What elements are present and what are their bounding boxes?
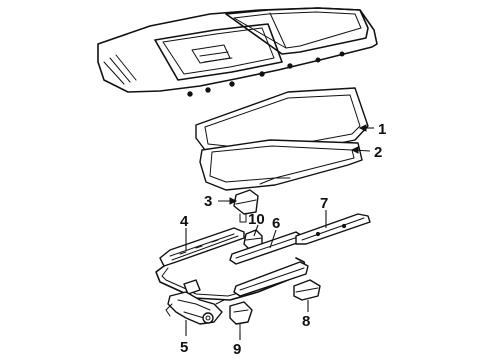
callout-3: 3 [204, 193, 212, 210]
callout-6: 6 [272, 215, 280, 232]
part-2-sunshade [199, 139, 363, 191]
part-9-clip [229, 301, 253, 333]
callout-4: 4 [180, 213, 189, 230]
roof-panel [97, 7, 378, 97]
callout-8: 8 [302, 313, 310, 330]
callout-10: 10 [248, 211, 265, 228]
part-3-clip [233, 189, 259, 223]
callout-9: 9 [233, 341, 241, 358]
callout-7: 7 [320, 195, 328, 212]
callout-2: 2 [374, 144, 382, 161]
part-4-guide-rail [159, 227, 245, 267]
leader-lines [185, 124, 374, 340]
drain-tube-loop [155, 257, 309, 301]
callout-5: 5 [180, 339, 188, 356]
part-5-motor-assembly [165, 291, 225, 325]
callout-1: 1 [378, 121, 386, 138]
part-8-switch [293, 279, 321, 301]
part-7-right-rail [295, 213, 371, 245]
